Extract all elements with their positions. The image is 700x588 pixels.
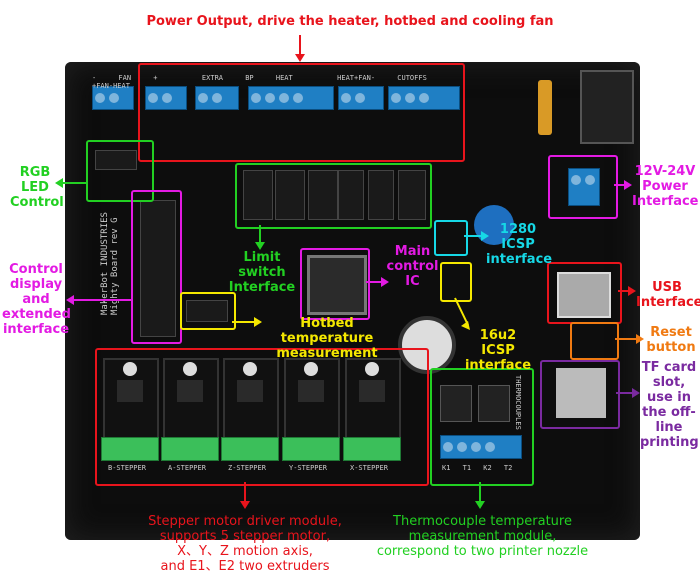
stepper-label-line: X、Y、Z motion axis, — [177, 544, 313, 559]
thermo-pin-text: K1 T1 K2 T2 — [442, 464, 513, 472]
terminal-extra — [145, 86, 187, 110]
stepper-text: Y-STEPPER — [289, 464, 327, 472]
power-box — [548, 155, 618, 219]
stepper-terminal — [101, 437, 159, 461]
terminal-ex2 — [248, 86, 334, 110]
power-terminal — [568, 168, 600, 206]
thermo-box — [430, 368, 534, 486]
terminal-fan1 — [92, 86, 134, 110]
tf-label: TF card slot, use in the off-line printi… — [640, 360, 699, 450]
stepper-terminal — [221, 437, 279, 461]
limit-header — [398, 170, 426, 220]
rgb-header — [95, 150, 137, 170]
thermo-terminal — [440, 435, 522, 459]
icsp1280-box — [434, 220, 468, 256]
stepper-text: B-STEPPER — [108, 464, 146, 472]
stepper-driver-module — [284, 358, 340, 440]
usb-label: USB Interface — [636, 280, 700, 310]
thermo-board-text: THERMOCOUPLES — [514, 375, 522, 430]
display-box — [131, 190, 182, 344]
limit-switch-box — [235, 163, 432, 229]
fuse — [538, 80, 552, 135]
usb-port — [557, 272, 611, 318]
stepper-terminal — [343, 437, 401, 461]
stepper-text: A-STEPPER — [168, 464, 206, 472]
stepper-driver-module — [163, 358, 219, 440]
tf-slot — [556, 368, 606, 418]
thermo-label-line: Thermocouple temperature — [393, 514, 572, 529]
reset-label: Reset button — [646, 325, 696, 355]
terminal-bp — [195, 86, 239, 110]
stepper-terminal — [282, 437, 340, 461]
stepper-driver-module — [345, 358, 401, 440]
limit-header — [368, 170, 394, 220]
power-label: 12V-24V Power Interface — [632, 164, 699, 209]
limit-header — [308, 170, 338, 220]
main-ic-box — [300, 248, 370, 320]
stepper-label-line: Stepper motor driver module, — [148, 514, 342, 529]
main-ic-label: Main control IC — [386, 244, 439, 289]
hotbed-header — [186, 300, 228, 322]
stepper-label-line: and E1、E2 two extruders — [160, 559, 330, 574]
capacitor — [474, 205, 514, 245]
limit-header — [275, 170, 305, 220]
thermo-chip — [478, 385, 510, 422]
display-header — [140, 200, 176, 337]
thermo-label-line: correspond to two printer nozzle — [376, 544, 589, 559]
stepper-driver-module — [103, 358, 159, 440]
power-output-box — [138, 63, 465, 162]
stepper-terminal — [161, 437, 219, 461]
tf-box — [540, 360, 620, 429]
thermo-chip — [440, 385, 472, 422]
stepper-text: X-STEPPER — [350, 464, 388, 472]
power-switch — [580, 70, 634, 144]
main-ic-chip — [307, 255, 367, 315]
terminal-ex1 — [388, 86, 460, 110]
icsp1280-label: 1280 ICSP interface — [486, 222, 553, 267]
rgb-box — [86, 140, 154, 202]
hotbed-box — [180, 292, 236, 330]
icsp16u2-label: 16u2 ICSP interface — [464, 328, 532, 373]
stepper-text: Z-STEPPER — [228, 464, 266, 472]
terminal-cutoff — [338, 86, 384, 110]
top-connector-text: - FAN + EXTRA BP HEAT HEAT+FAN- CUTOFFS … — [92, 74, 427, 90]
limit-switch-label: Limit switch Interface — [228, 250, 296, 295]
stepper-label-line: supports 5 stepper motor, — [159, 529, 331, 544]
thermo-label-line: measurement module, — [408, 529, 557, 544]
hotbed-label: Hotbed temperature measurement — [276, 316, 378, 361]
stepper-driver-module — [223, 358, 279, 440]
rgb-label: RGB LED Control — [10, 165, 64, 210]
limit-header — [243, 170, 273, 220]
stepper-box — [95, 348, 429, 486]
reset-box — [570, 322, 619, 360]
control-display-label: Control display and extended interface — [2, 262, 71, 337]
limit-header — [338, 170, 364, 220]
power-output-label: Power Output, drive the heater, hotbed a… — [146, 14, 554, 29]
